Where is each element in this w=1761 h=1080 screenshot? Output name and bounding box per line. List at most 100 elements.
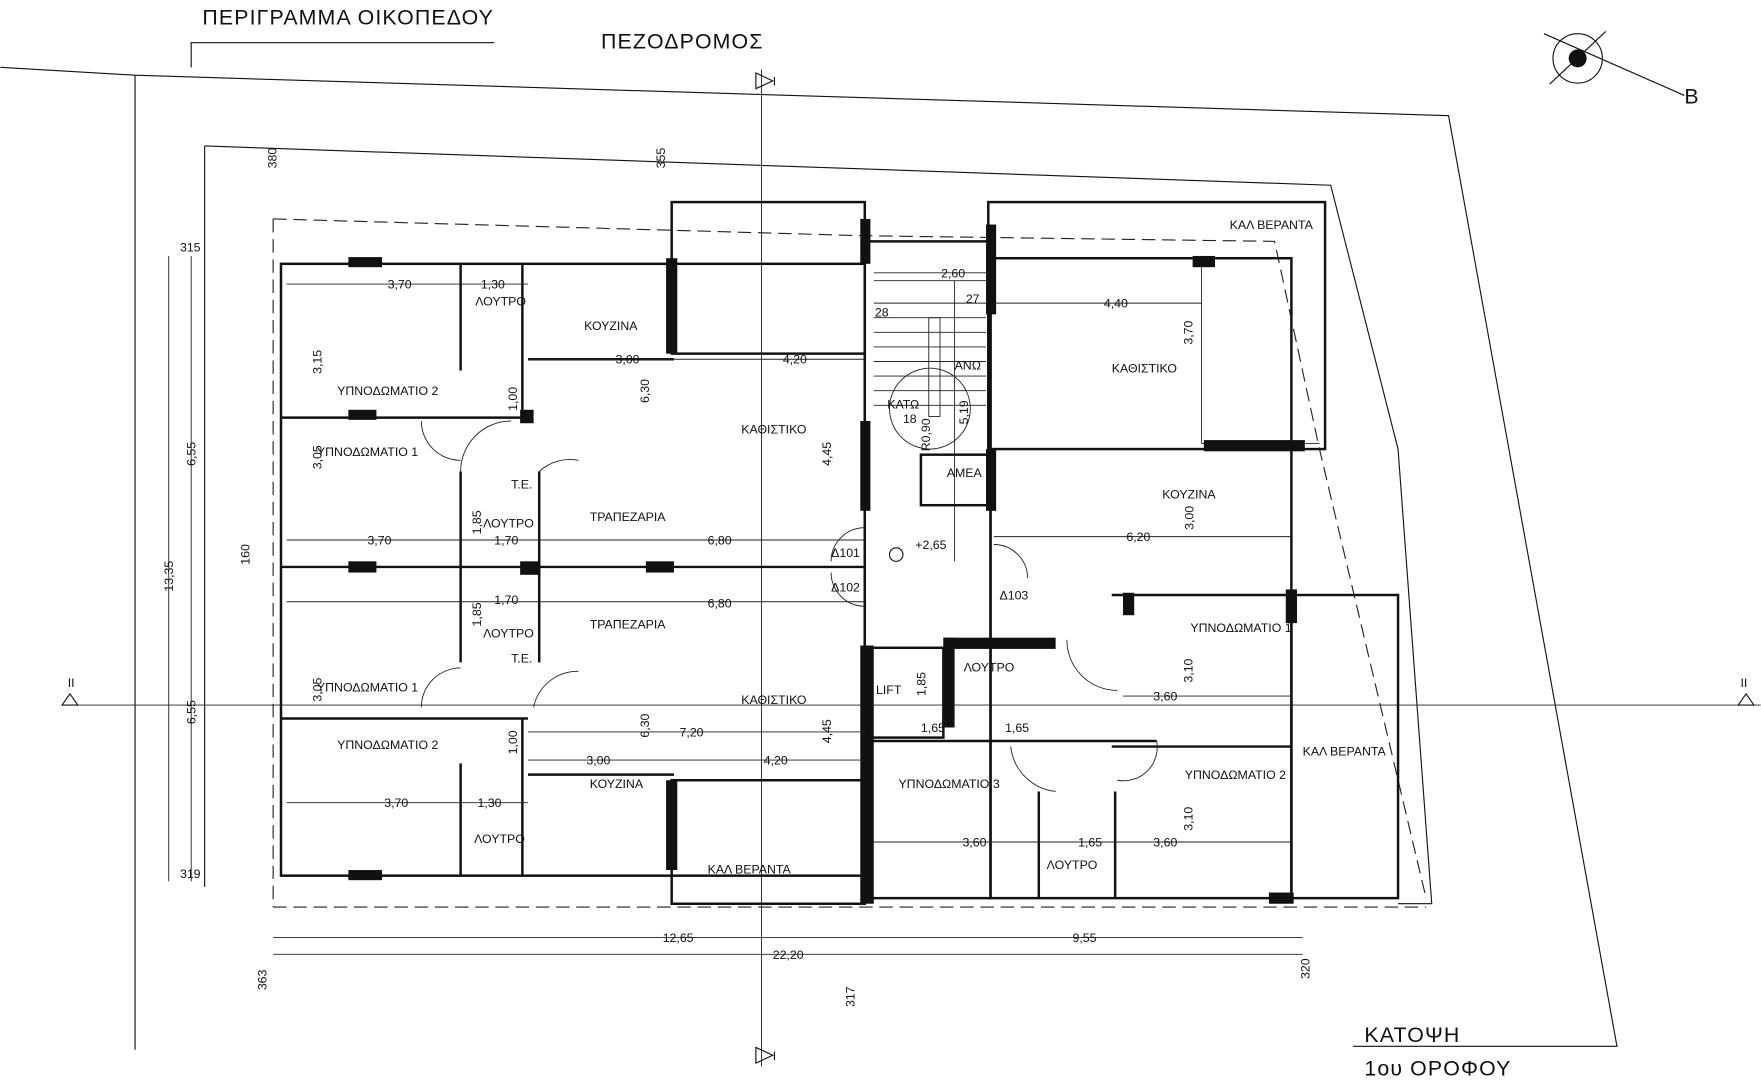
dimension: 4,45: [820, 442, 834, 466]
plot-boundary: [0, 42, 1618, 1050]
room-label: ΛΟΥΤΡΟ: [475, 294, 526, 308]
dimension: 160: [239, 544, 253, 565]
plot-outline-label: ΠΕΡΙΓΡΑΜΜΑ ΟΙΚΟΠΕΔΟΥ: [202, 6, 494, 30]
dimension: 3,00: [616, 353, 640, 367]
dimension: 320: [1298, 958, 1312, 979]
dimension: 22,20: [773, 948, 804, 962]
dimension: 1,70: [494, 593, 518, 607]
dimension: 6,30: [638, 713, 652, 737]
dimension: 9,55: [1072, 931, 1096, 945]
dimension: 3,70: [388, 278, 412, 292]
room-label: Τ.Ε.: [511, 477, 532, 491]
dimension: 1,65: [1005, 721, 1029, 735]
room-label: ΛΟΥΤΡΟ: [483, 517, 534, 531]
building-walls: [279, 200, 1400, 905]
room-label: ΚΟΥΖΙΝΑ: [584, 319, 638, 333]
markers: +2,65 Δ101 Δ102 Δ103 28 27 18 5,19 R0,90: [831, 292, 1028, 602]
level-marker: +2,65: [915, 538, 946, 552]
room-label: ΚΟΥΖΙΝΑ: [590, 777, 644, 791]
dimension: 380: [266, 148, 280, 169]
room-label: ΥΠΝΟΔΩΜΑΤΙΟ 3: [898, 777, 999, 791]
dimension: 1,85: [914, 672, 928, 696]
dimension: 1,00: [506, 387, 520, 411]
dimension: 1,70: [494, 533, 518, 547]
dimension: 1,00: [506, 730, 520, 754]
dimension: 1,85: [470, 602, 484, 626]
room-label: ΚΑΘΙΣΤΙΚΟ: [741, 422, 806, 436]
section-label: II: [1740, 676, 1747, 690]
door-tag: Δ103: [1000, 589, 1029, 603]
room-label: ΑΜΕΑ: [947, 466, 983, 480]
door-tag: Δ101: [831, 546, 860, 560]
room-label: ΚΑΛ ΒΕΡΑΝΤΑ: [1303, 745, 1387, 759]
section-label: I: [773, 74, 776, 88]
dimension: 12,65: [663, 931, 694, 945]
room-label: ΤΡΑΠΕΖΑΡΙΑ: [590, 510, 667, 524]
dimension: 4,20: [783, 353, 807, 367]
room-label: ΚΑΤΩ: [887, 398, 919, 412]
door-swings: [420, 420, 1158, 792]
dimension: 6,30: [638, 379, 652, 403]
step-count: 18: [903, 412, 917, 426]
dimension: 3,60: [962, 835, 986, 849]
dimension: 1,30: [481, 278, 505, 292]
room-label: ΛΟΥΤΡΟ: [1047, 858, 1098, 872]
dimension: 3,10: [1182, 658, 1196, 682]
step-count: 5,19: [957, 400, 971, 424]
room-label: ΚΑΘΙΣΤΙΚΟ: [741, 693, 806, 707]
plan-title: ΚΑΤΟΨΗ: [1364, 1023, 1460, 1047]
room-label: ΚΑΛ ΒΕΡΑΝΤΑ: [1230, 218, 1314, 232]
dimension: 3,00: [586, 754, 610, 768]
section-label: I: [773, 1049, 776, 1063]
dimension: 3,70: [367, 533, 391, 547]
room-label: ΥΠΝΟΔΩΜΑΤΙΟ 2: [1185, 768, 1286, 782]
dimension-lines: [168, 255, 1303, 955]
room-label: ΥΠΝΟΔΩΜΑΤΙΟ 1: [317, 681, 418, 695]
radius-label: R0,90: [919, 418, 933, 451]
sidewalk-label: ΠΕΖΟΔΡΟΜΟΣ: [601, 29, 764, 53]
room-label: ΚΟΥΖΙΝΑ: [1162, 487, 1216, 501]
dimension: 6,55: [185, 700, 199, 724]
dimensions-horizontal: 3,70 1,30 3,00 4,20 3,70 1,70 6,80 1,70 …: [367, 266, 1177, 961]
dimension: 317: [844, 986, 858, 1007]
dimension: 3,15: [310, 350, 324, 374]
door-tag: Δ102: [831, 581, 860, 595]
room-label: ΛΟΥΤΡΟ: [964, 660, 1015, 674]
step-count: 27: [966, 292, 980, 306]
room-label: ΚΑΘΙΣΤΙΚΟ: [1112, 362, 1177, 376]
dimension: 2,60: [941, 266, 965, 280]
plan-floor: 1ου ΟΡΟΦΟΥ: [1364, 1057, 1511, 1080]
step-count: 28: [875, 306, 889, 320]
dimension: 3,05: [310, 445, 324, 469]
columns: [348, 218, 1305, 904]
dimension: 3,70: [384, 796, 408, 810]
dimension: 1,30: [477, 796, 501, 810]
dimension: 3,60: [1153, 690, 1177, 704]
dimension: 6,20: [1126, 530, 1150, 544]
room-label: ΥΠΝΟΔΩΜΑΤΙΟ 2: [337, 384, 438, 398]
dimension: 3,05: [310, 678, 324, 702]
room-label: Τ.Ε.: [511, 651, 532, 665]
dimensions-vertical: 3,15 1,00 3,05 1,85 6,30 4,45 1,85 3,05 …: [162, 148, 1312, 1007]
section-label: II: [68, 676, 75, 690]
dimension: 319: [180, 867, 201, 881]
room-label: LIFT: [876, 683, 902, 697]
dimension: 355: [654, 148, 668, 169]
dimension: 363: [255, 969, 269, 990]
dimension: 6,80: [708, 596, 732, 610]
dimension: 4,20: [764, 754, 788, 768]
dimension: 3,10: [1182, 807, 1196, 831]
dimension: 3,70: [1182, 321, 1196, 345]
room-label: ΥΠΝΟΔΩΜΑΤΙΟ 2: [337, 738, 438, 752]
room-label: ΑΝΩ: [955, 358, 981, 372]
dimension: 4,45: [820, 719, 834, 743]
north-label: Β: [1684, 84, 1699, 108]
dimension: 1,65: [921, 721, 945, 735]
room-label: ΥΠΝΟΔΩΜΑΤΙΟ 1: [317, 445, 418, 459]
dimension: 3,60: [1153, 835, 1177, 849]
dimension: 3,00: [1183, 506, 1197, 530]
room-label: ΚΑΛ ΒΕΡΑΝΤΑ: [708, 862, 792, 876]
dimension: 6,80: [708, 533, 732, 547]
dimension: 7,20: [680, 725, 704, 739]
